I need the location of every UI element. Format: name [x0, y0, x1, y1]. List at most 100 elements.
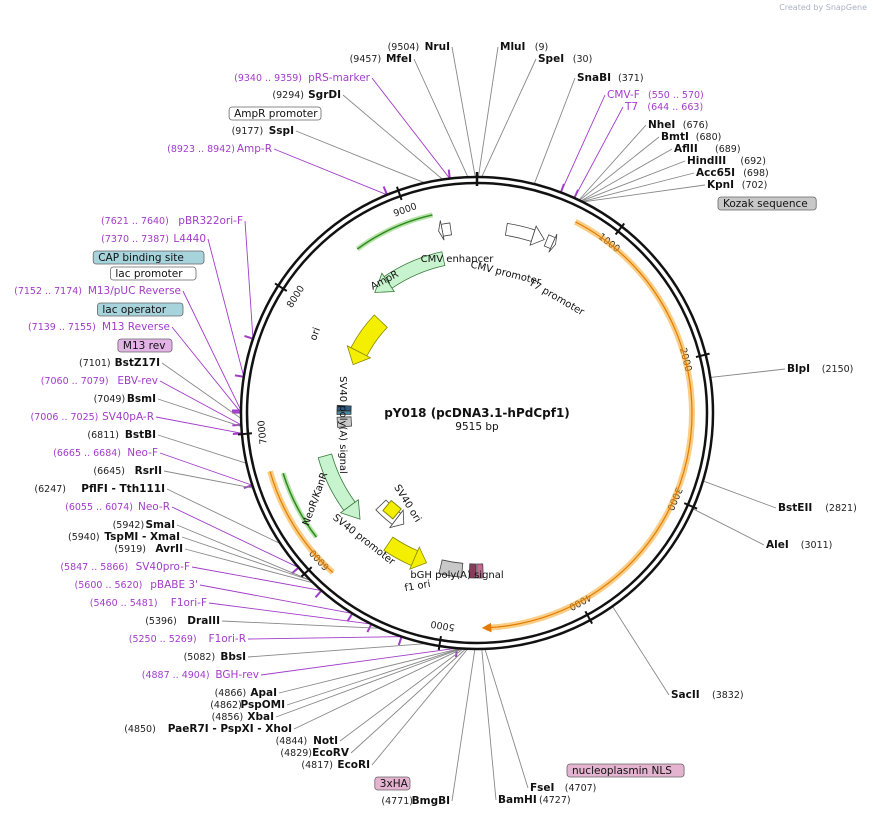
site-ampr-promoter-label: AmpR promoter: [234, 108, 318, 120]
site-bbsi: BbsI(5082): [184, 651, 246, 663]
site-snabi: SnaBI(371): [577, 72, 644, 84]
site-bsmi-label: BsmI: [127, 393, 156, 405]
site-bmgbi-label: BmgBI: [412, 795, 450, 807]
site-snabi-position: (371): [618, 73, 644, 84]
leader-line: [342, 94, 443, 180]
leader-line: [163, 470, 254, 489]
leader-line: [371, 648, 469, 766]
site-ecorv: EcoRV(4829): [280, 747, 349, 759]
site-cap-binding-site-box: [92, 250, 205, 265]
leader-line: [371, 77, 451, 179]
tick-label: 8000: [285, 284, 307, 310]
site-3xha-label: 3xHA: [380, 778, 409, 790]
site-paer7i-pspxi-xhoi-position: (4850): [124, 724, 156, 735]
f1-ori-arrow: [383, 536, 419, 567]
leader-line: [702, 480, 777, 509]
site-hindiii-position: (692): [740, 156, 766, 167]
site-rsrii-position: (6645): [93, 466, 125, 477]
leader-line: [159, 380, 242, 426]
site-bmgbi: BmgBI(4771): [381, 795, 450, 807]
leader-line: [278, 647, 461, 694]
cmv-promoter-arrow-head: [548, 233, 558, 253]
leader-line: [477, 46, 499, 178]
cmv-enhancer-arrow: [504, 222, 536, 242]
ampr-arrow-head: [374, 272, 396, 293]
site-lac-operator-label: lac operator: [102, 304, 166, 316]
leader-line: [171, 506, 299, 568]
site-mlui-label: MluI: [500, 41, 525, 53]
leader-line: [244, 220, 254, 339]
site-smai: SmaI(5942): [113, 519, 175, 531]
feature-label-f1-ori: f1 ori: [404, 579, 432, 594]
site-cap-binding-site-label: CAP binding site: [98, 252, 184, 264]
site-kpni-label: KpnI: [707, 179, 734, 191]
primer-mark: [243, 484, 253, 489]
site-tspmi-xmai-position: (5940): [68, 532, 100, 543]
site-f1ori-r-label: F1ori-R: [209, 633, 246, 645]
site-paer7i-pspxi-xhoi-label: PaeR7I - PspXI - XhoI: [168, 723, 292, 735]
site-lac-promoter-label: lac promoter: [115, 268, 183, 280]
ampr-promoter-arrow-head: [438, 220, 445, 241]
site-cmv-f-label: CMV-F: [607, 89, 640, 101]
site-sacii: SacII(3832): [671, 689, 744, 701]
site-bmti-label: BmtI: [661, 131, 689, 143]
primer-mark: [559, 183, 565, 193]
leader-line: [481, 648, 497, 801]
leader-line: [181, 536, 312, 582]
site-bsteii-label: BstEII: [778, 502, 812, 514]
tick-mark: [274, 282, 288, 292]
site-pflfi-tth111i-label: PflFI - Tth111I: [81, 483, 165, 495]
site-bmti-position: (680): [696, 132, 722, 143]
leader-line: [710, 368, 786, 378]
site-avrii-position: (5919): [114, 544, 146, 555]
leader-line: [413, 58, 469, 178]
site-draiii-label: DraIII: [187, 615, 220, 627]
site-ecori-position: (4817): [301, 760, 333, 771]
site-spei: SpeI (30): [538, 53, 592, 65]
site-spei-label: SpeI: [538, 53, 564, 65]
site-nrui-label: NruI: [425, 41, 450, 53]
site-prs-marker-position: (9340 .. 9359): [234, 73, 302, 84]
site-bsmi-position: (7049): [94, 394, 126, 405]
site-nhei-label: NheI: [648, 119, 675, 131]
leader-line: [350, 648, 467, 754]
leader-line: [273, 148, 388, 196]
leader-line: [161, 362, 242, 419]
site-spei-position: (30): [573, 54, 593, 65]
site-nhei: NheI(676): [648, 119, 708, 131]
site-pbabe-3--position: (5600 .. 5620): [75, 580, 143, 591]
site-fsei-label: FseI: [530, 782, 554, 794]
site-neo-r: Neo-R(6055 .. 6074): [65, 501, 170, 513]
leader-line: [286, 648, 461, 706]
site-f1ori-f: F1ori-F(5460 .. 5481): [90, 597, 207, 609]
lac-operator-block: [336, 410, 352, 415]
ampr-arrow: [383, 251, 446, 289]
site-cmv-f: CMV-F(550 .. 570): [607, 89, 704, 101]
site-xbai-position: (4856): [212, 712, 244, 723]
site-bbsi-position: (5082): [184, 652, 216, 663]
site-blpi-label: BlpI: [787, 363, 810, 375]
site-l4440-position: (7370 .. 7387): [101, 234, 169, 245]
site-m13-reverse-label: M13 Reverse: [102, 321, 170, 333]
primer-mark: [573, 189, 579, 199]
site-nucleoplasmin-nls-box: [566, 763, 685, 778]
site-ebv-rev-position: (7060 .. 7079): [41, 376, 109, 387]
site-neo-f-label: Neo-F: [127, 447, 158, 459]
leader-line: [208, 602, 372, 625]
site-nucleoplasmin-nls-label: nucleoplasmin NLS: [572, 765, 672, 777]
bgh-polya-block: [438, 559, 464, 578]
tick-label: 5000: [430, 618, 456, 633]
leader-line: [199, 584, 353, 614]
site-f1ori-f-label: F1ori-F: [171, 597, 207, 609]
leader-line: [184, 548, 314, 584]
site-neo-r-position: (6055 .. 6074): [65, 502, 133, 513]
site-m13-rev-box: [117, 338, 173, 353]
site-cap-binding-site: CAP binding site: [92, 250, 205, 265]
site-amp-r: Amp-R(8923 .. 8942): [167, 143, 272, 155]
tick-mark: [584, 610, 593, 625]
leader-line: [221, 620, 381, 629]
site-lac-promoter-box: [110, 266, 197, 281]
site-sacii-position: (3832): [712, 690, 744, 701]
feature-label-bgh-poly-a-signal: bGH poly(A) signal: [410, 570, 503, 581]
site-lac-operator: lac operator: [97, 302, 184, 317]
